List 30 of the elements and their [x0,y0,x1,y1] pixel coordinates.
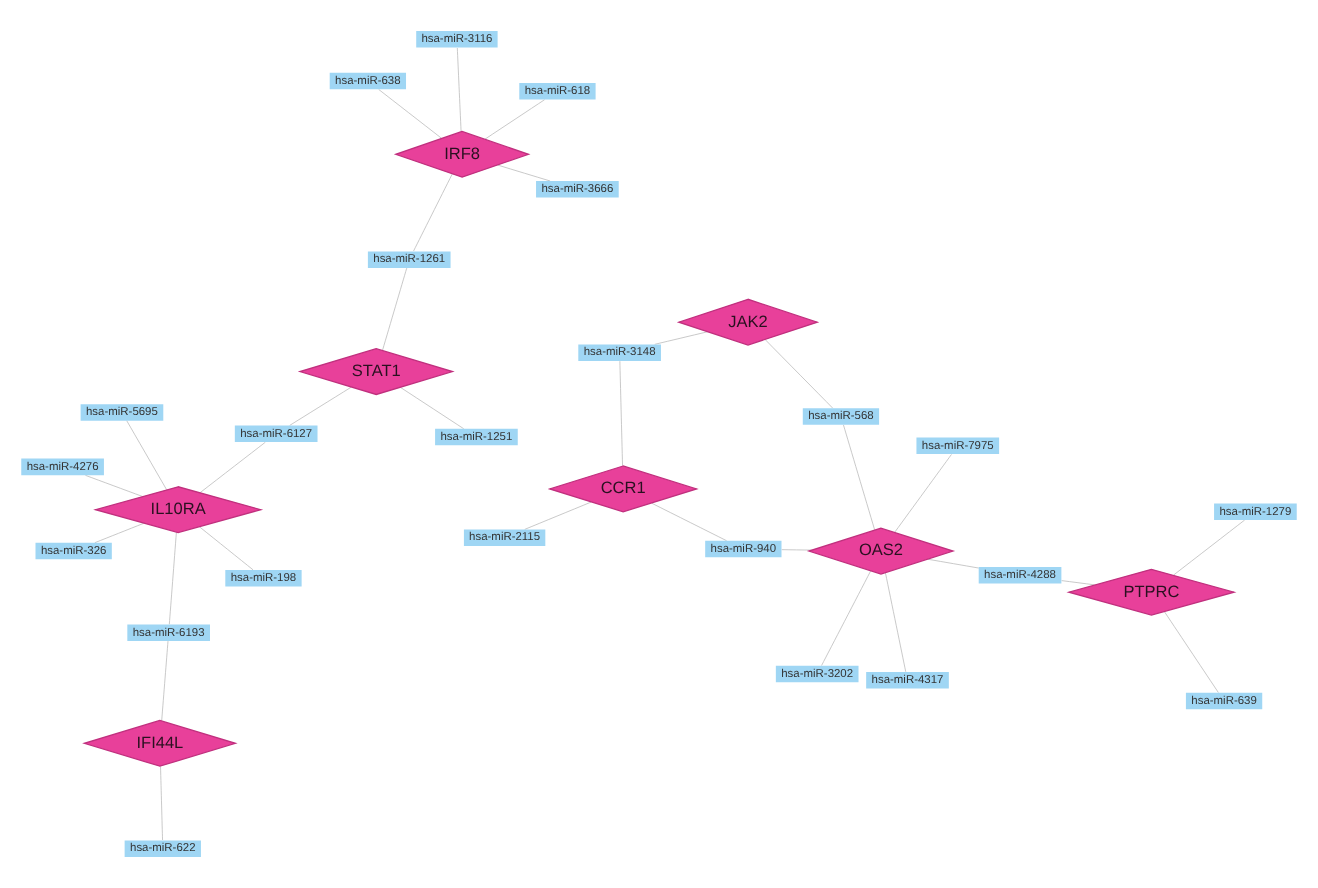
connector [651,502,727,542]
connector [524,501,592,530]
connector [781,549,813,551]
connector [399,386,465,430]
connector [1163,611,1219,693]
connector [160,766,163,841]
connector [289,386,352,426]
connector [619,360,623,467]
connector [1173,519,1246,576]
connector [161,640,169,722]
connector [484,99,545,140]
connector [199,526,254,571]
connector [927,558,980,569]
connector [126,420,167,491]
connector [1061,580,1096,586]
connector [199,441,266,494]
connector [843,424,875,531]
connector [94,522,145,544]
connector [764,339,834,409]
connector [168,531,177,625]
connector [654,331,708,345]
connector [378,89,442,139]
connector [382,267,408,351]
connector [413,173,453,252]
connector [821,570,871,666]
connector [497,164,551,182]
connector [456,47,462,132]
connector [885,572,907,673]
connector [894,454,952,533]
connector [85,474,143,497]
